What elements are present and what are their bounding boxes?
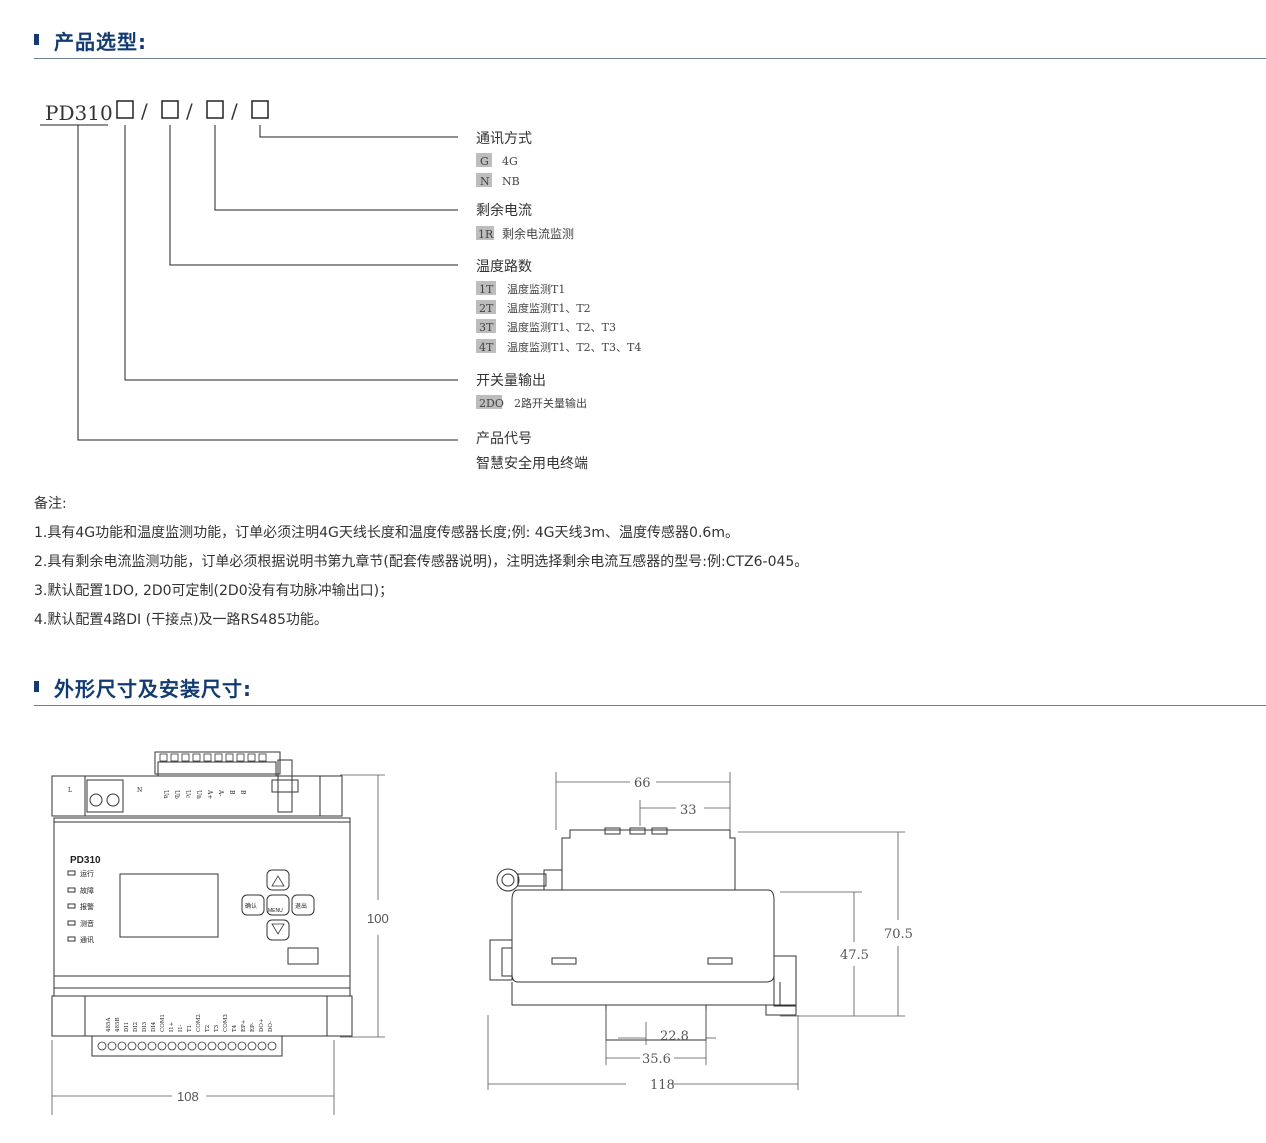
group-title-do: 开关量输出 xyxy=(476,373,546,389)
side-view-drawing: 66 33 70.5 47.5 22.8 35.6 118 xyxy=(487,772,913,1093)
svg-text:Uc: Uc xyxy=(184,790,191,799)
note-item: 4.默认配置4路DI (干接点)及一路RS485功能。 xyxy=(34,612,328,628)
svg-text:温度监测T1、T2: 温度监测T1、T2 xyxy=(507,301,591,315)
section-divider xyxy=(34,58,1266,59)
separator-3: / xyxy=(231,99,238,123)
dim-b3: 118 xyxy=(650,1078,675,1093)
separator-1: / xyxy=(141,99,148,123)
front-model-label: PD310 xyxy=(70,855,101,866)
notes-header: 备注: xyxy=(34,496,67,512)
svg-text:DI1: DI1 xyxy=(124,1022,130,1032)
option-box-2 xyxy=(161,100,179,119)
svg-text:EP+: EP+ xyxy=(241,1019,247,1032)
group-title-residual: 剩余电流 xyxy=(476,202,532,219)
product-desc: 智慧安全用电终端 xyxy=(476,455,588,472)
svg-text:3T: 3T xyxy=(479,321,494,334)
svg-text:B: B xyxy=(239,790,246,795)
group-title-product: 产品代号 xyxy=(476,431,532,447)
section-header: 产品选型: xyxy=(34,20,1266,60)
svg-text:T1: T1 xyxy=(187,1025,193,1032)
svg-text:COM1: COM1 xyxy=(160,1014,166,1032)
svg-text:2T: 2T xyxy=(479,302,494,315)
svg-text:DI4: DI4 xyxy=(151,1021,157,1032)
svg-text:485A: 485A xyxy=(106,1017,112,1032)
svg-text:G: G xyxy=(480,155,489,168)
svg-text:COM3: COM3 xyxy=(223,1014,229,1032)
svg-text:DI3: DI3 xyxy=(142,1021,148,1032)
svg-text:I1+: I1+ xyxy=(169,1021,175,1032)
svg-text:DO+: DO+ xyxy=(259,1018,265,1032)
svg-text:退出: 退出 xyxy=(295,902,307,910)
svg-text:运行: 运行 xyxy=(80,869,94,878)
svg-text:剩余电流监测: 剩余电流监测 xyxy=(502,226,574,241)
dim-top: 66 xyxy=(634,776,651,791)
svg-text:NB: NB xyxy=(502,175,520,188)
section-divider xyxy=(34,705,1266,706)
model-selection-diagram: PD310 / / / 通讯方式 G 4G N NB 剩余电流 1R 剩余电流监… xyxy=(40,99,641,472)
dim-width: 108 xyxy=(177,1089,199,1104)
svg-text:A-: A- xyxy=(217,789,224,796)
group-title-temp: 温度路数 xyxy=(476,259,532,275)
svg-text:测音: 测音 xyxy=(80,919,94,928)
svg-text:COM2: COM2 xyxy=(196,1014,202,1032)
option-box-4 xyxy=(251,100,269,119)
svg-text:B: B xyxy=(228,790,235,795)
svg-text:4G: 4G xyxy=(502,155,518,168)
svg-text:DI2: DI2 xyxy=(133,1022,139,1032)
svg-text:1R: 1R xyxy=(478,228,494,241)
svg-text:N: N xyxy=(480,175,490,188)
svg-text:I1-: I1- xyxy=(178,1024,184,1032)
svg-text:MENU: MENU xyxy=(268,908,283,914)
option-box-1 xyxy=(116,100,134,119)
dim-top2: 33 xyxy=(680,803,697,818)
svg-text:Ub: Ub xyxy=(173,790,180,799)
group-title-comm: 通讯方式 xyxy=(476,131,532,147)
note-item: 3.默认配置1DO, 2D0可定制(2D0没有有功脉冲输出口)； xyxy=(34,583,394,599)
svg-text:EP-: EP- xyxy=(250,1023,256,1032)
svg-text:Ua: Ua xyxy=(162,790,169,799)
svg-text:故障: 故障 xyxy=(80,886,94,895)
svg-text:1T: 1T xyxy=(479,283,494,296)
svg-text:485B: 485B xyxy=(115,1017,121,1032)
svg-text:确认: 确认 xyxy=(245,902,257,910)
section-marker xyxy=(34,34,39,45)
dim-h1: 70.5 xyxy=(884,927,913,942)
front-view-drawing: PD310 运行 故障 报警 测音 通讯 确认 MENU 退出 L N Ua U… xyxy=(51,751,389,1115)
note-item: 1.具有4G功能和温度监测功能，订单必须注明4G天线长度和温度传感器长度;例: … xyxy=(34,525,739,541)
svg-text:DO-: DO- xyxy=(268,1021,274,1032)
svg-text:T3: T3 xyxy=(214,1024,220,1032)
svg-text:温度监测T1: 温度监测T1 xyxy=(507,282,565,296)
svg-text:L: L xyxy=(68,787,72,794)
svg-text:温度监测T1、T2、T3: 温度监测T1、T2、T3 xyxy=(507,320,616,334)
svg-text:2DO: 2DO xyxy=(479,397,504,410)
section-title: 产品选型: xyxy=(54,30,147,54)
notes: 备注: 1.具有4G功能和温度监测功能，订单必须注明4G天线长度和温度传感器长度… xyxy=(34,490,808,635)
section-product-selection: 产品选型: xyxy=(34,20,1266,60)
svg-text:报警: 报警 xyxy=(80,902,94,911)
svg-text:2路开关量输出: 2路开关量输出 xyxy=(514,396,587,410)
section-header: 外形尺寸及安装尺寸: xyxy=(34,667,1266,707)
svg-text:T2: T2 xyxy=(205,1025,211,1032)
svg-text:温度监测T1、T2、T3、T4: 温度监测T1、T2、T3、T4 xyxy=(507,340,641,354)
dim-h2: 47.5 xyxy=(840,948,869,963)
note-item: 2.具有剩余电流监测功能，订单必须根据说明书第九章节(配套传感器说明)，注明选择… xyxy=(34,554,809,570)
section-marker xyxy=(34,681,39,692)
option-box-3 xyxy=(206,100,224,119)
svg-text:通讯: 通讯 xyxy=(80,935,94,944)
dim-height: 100 xyxy=(367,911,389,926)
svg-text:N: N xyxy=(137,787,142,794)
svg-text:4T: 4T xyxy=(479,341,494,354)
dim-b2: 35.6 xyxy=(642,1052,671,1067)
svg-text:T4: T4 xyxy=(232,1024,238,1032)
section-dimensions: 外形尺寸及安装尺寸: xyxy=(34,667,1266,707)
svg-text:A+: A+ xyxy=(206,789,213,799)
section-title: 外形尺寸及安装尺寸: xyxy=(54,677,252,701)
svg-text:Un: Un xyxy=(195,790,202,799)
dim-b1: 22.8 xyxy=(660,1029,689,1044)
separator-2: / xyxy=(186,99,193,123)
model-code: PD310 xyxy=(45,101,113,125)
